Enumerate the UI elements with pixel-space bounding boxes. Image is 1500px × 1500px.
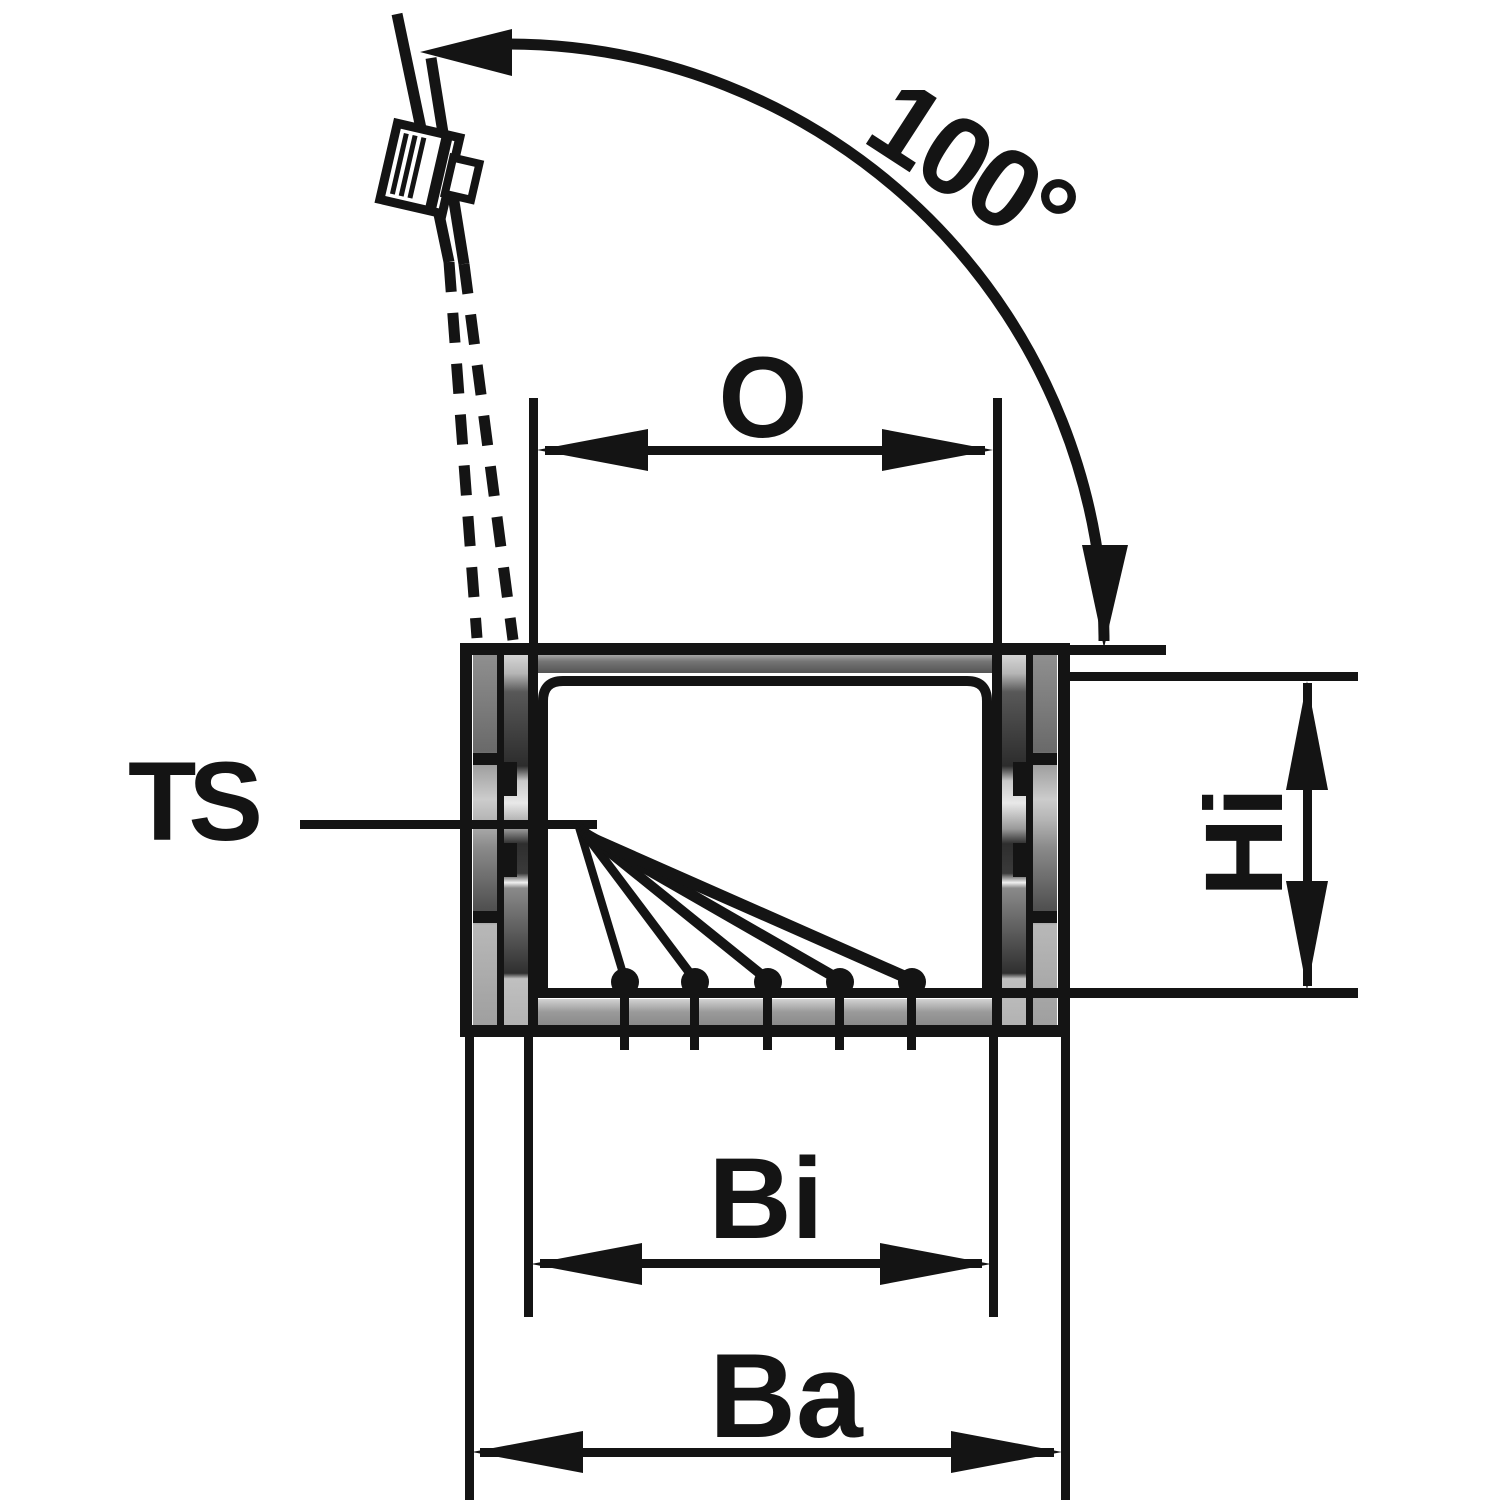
separator-line xyxy=(576,824,699,983)
lid-latch-clip xyxy=(374,117,485,220)
open-lid xyxy=(374,12,519,641)
angle-arc-curve xyxy=(505,38,1110,642)
o-extension-line-left xyxy=(529,398,538,648)
separator-foot-dot xyxy=(826,968,854,996)
ts-label: TS xyxy=(128,739,259,864)
hi-dimension-line xyxy=(1303,683,1312,986)
open-lid-line-right-dashed xyxy=(458,263,519,641)
bi-dimension-line xyxy=(540,1259,982,1268)
separator-pin xyxy=(620,985,629,1050)
ts-leader-line xyxy=(300,820,597,829)
bi-label: Bi xyxy=(709,1135,824,1263)
ba-arrowhead-left xyxy=(472,1431,583,1473)
separator-pin xyxy=(763,985,772,1050)
separator-foot-dot xyxy=(681,968,709,996)
bi-extension-line-left xyxy=(524,1037,533,1317)
separator-foot-dot xyxy=(754,968,782,996)
o-extension-line-right xyxy=(993,398,1002,648)
hi-label: Hi xyxy=(1183,787,1306,897)
o-arrowhead-right xyxy=(882,429,993,471)
ba-extension-line-right xyxy=(1061,1037,1070,1500)
open-lid-line-left-dashed xyxy=(443,261,483,639)
separator-pin xyxy=(907,985,916,1050)
separator-foot-dot xyxy=(611,968,639,996)
top-crossbar xyxy=(538,655,992,673)
ba-arrowhead-right xyxy=(951,1431,1062,1473)
o-label: O xyxy=(718,334,807,462)
interior-floor-line xyxy=(538,988,1358,998)
left-side-rail xyxy=(473,655,538,1025)
dimension-bi: Bi xyxy=(524,1037,998,1317)
separator-pin xyxy=(690,985,699,1050)
dimension-hi: Hi xyxy=(1070,672,1358,990)
angle-label: 100° xyxy=(847,55,1096,277)
hi-arrowhead-bottom xyxy=(1286,881,1328,990)
o-dimension-line xyxy=(545,446,985,455)
bi-extension-line-right xyxy=(989,1037,998,1317)
carrier-body xyxy=(460,643,1070,1037)
angle-arc-arrowhead-start xyxy=(420,29,512,76)
o-arrowhead-left xyxy=(537,429,648,471)
separator-foot-dot xyxy=(898,968,926,996)
hi-extension-line-top xyxy=(1070,672,1358,681)
dimension-o: O xyxy=(529,334,1002,648)
dimension-ba: Ba xyxy=(465,1037,1070,1500)
hi-arrowhead-top xyxy=(1286,681,1328,790)
lid-reference-line xyxy=(1070,645,1166,655)
right-side-rail xyxy=(992,655,1057,1025)
ba-extension-line-left xyxy=(465,1037,474,1500)
separator-line xyxy=(583,830,915,986)
bi-arrowhead-right xyxy=(880,1243,991,1285)
inner-opening-outline xyxy=(538,676,992,993)
separator-fan: TS xyxy=(128,739,926,1050)
separator-line xyxy=(574,822,629,982)
bi-arrowhead-left xyxy=(531,1243,642,1285)
separator-pin xyxy=(835,985,844,1050)
ba-label: Ba xyxy=(709,1329,864,1463)
ba-dimension-line xyxy=(480,1448,1054,1457)
angle-arc-arrowhead-end xyxy=(1082,545,1128,648)
